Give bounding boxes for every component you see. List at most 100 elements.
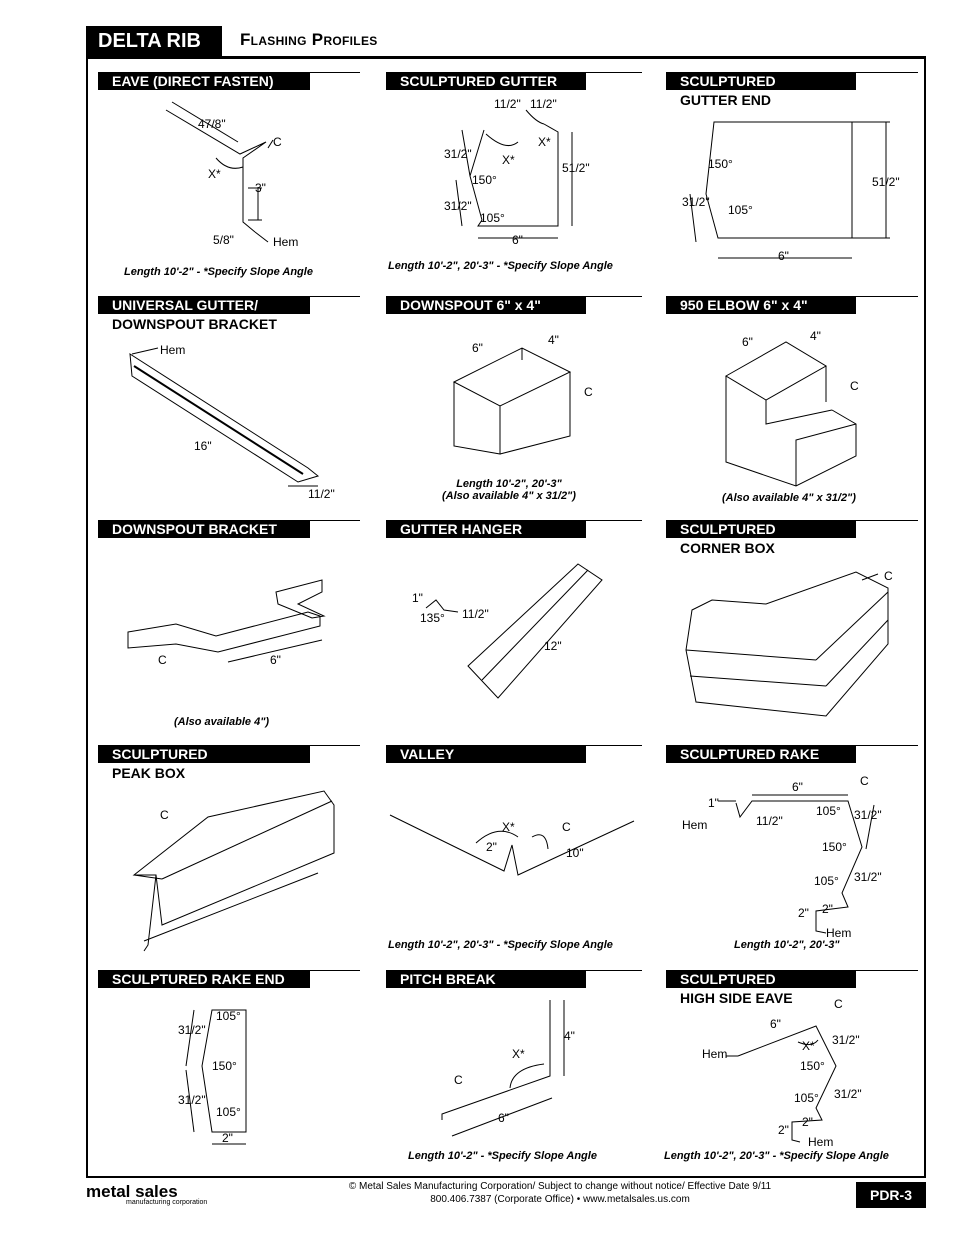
dim-label: 31/2" [832,1033,860,1047]
cell-subtitle: HIGH SIDE EAVE [680,990,793,1006]
dim-label: 6" [770,1017,781,1031]
cell-downspout: DOWNSPOUT 6" x 4" 6" 4" C Length 10'-2",… [386,296,648,516]
dim-label: 150° [472,173,497,187]
dim-label: Hem [682,818,707,832]
dim-label: 12" [544,639,562,653]
dim-label: 2" [822,902,833,916]
dim-label: 4" [548,333,559,347]
dim-label: 31/2" [178,1093,206,1107]
dim-label: X* [538,135,551,149]
high-side-eave-drawing: C 6" Hem X* 31/2" 150° 105° 31/2" 2" 2" … [702,997,862,1149]
dim-label: 105° [728,203,753,217]
cell-gutter-hanger: GUTTER HANGER 1" 135° 11/2" 12" [386,520,648,740]
cell-title: PITCH BREAK [386,970,586,988]
dim-label: 31/2" [854,870,882,884]
cell-title: GUTTER HANGER [386,520,586,538]
rake-profile-drawing: 6" C 1" Hem 11/2" 105° 31/2" 150° 105° 3… [682,774,882,940]
logo-text: metal sales [86,1182,178,1201]
dim-label: 31/2" [834,1087,862,1101]
cell-note: (Also available 4") [174,716,270,728]
corner-box-drawing: C [685,569,893,717]
cell-subtitle: PEAK BOX [112,765,186,781]
cell-subtitle: CORNER BOX [680,540,775,556]
dim-label: 6" [792,780,803,794]
dim-label: 31/2" [444,199,472,213]
cell-downspout-bracket: DOWNSPOUT BRACKET C 6" (Also available 4… [98,520,360,740]
content-frame [86,56,926,1178]
footer-text: © Metal Sales Manufacturing Corporation/… [300,1180,820,1206]
cell-sculptured-gutter: SCULPTURED GUTTER 11/2" 11/2" X* X* 31/2… [386,72,648,292]
dim-label: X* [502,153,515,167]
dim-label: 4" [810,329,821,343]
dim-label: 51/2" [872,175,900,189]
dim-label: C [273,135,282,149]
dim-label: Hem [273,235,298,249]
dim-label: C [850,379,859,393]
dim-label: 105° [216,1105,241,1119]
cell-universal-gutter-bracket: UNIVERSAL GUTTER/ DOWNSPOUT BRACKET Hem … [98,296,360,516]
cell-note: Length 10'-2", 20'-3" - *Specify Slope A… [388,260,613,272]
dim-label: 1" [708,796,719,810]
peak-box-drawing: C [132,790,335,952]
cell-title: SCULPTURED RAKE [666,745,856,763]
dim-label: 150° [800,1059,825,1073]
dim-label: 150° [708,157,733,171]
dim-label: 1" [412,591,423,605]
gutter-hanger-drawing: 1" 135° 11/2" 12" [412,563,603,699]
dim-label: 4" [564,1029,575,1043]
dim-label: C [860,774,869,788]
dim-label: C [160,808,169,822]
dim-label: 31/2" [178,1023,206,1037]
cell-title: SCULPTURED GUTTER [386,72,586,90]
cell-high-side-eave: SCULPTURED HIGH SIDE EAVE C 6" Hem X* 31… [664,970,928,1190]
downspout-bracket-drawing: C 6" [127,579,326,667]
cell-peak-box: SCULPTURED PEAK BOX C [98,745,360,965]
dim-label: Hem [826,926,851,940]
cell-title: SCULPTURED RAKE END [98,970,310,988]
dim-label: 5/8" [213,233,234,247]
dim-label: 105° [814,874,839,888]
dim-label: 3" [255,181,266,195]
dim-label: 31/2" [444,147,472,161]
cell-note: Length 10'-2" - *Specify Slope Angle [124,266,313,278]
downspout-drawing: 6" 4" C [452,333,593,455]
gutter-bracket-drawing: Hem 16" 11/2" [129,343,335,501]
cell-title: SCULPTURED [666,72,856,90]
cell-note: Length 10'-2", 20'-3" (Also available 4"… [442,478,576,502]
cell-note: Length 10'-2" - *Specify Slope Angle [408,1150,597,1162]
cell-elbow: 950 ELBOW 6" x 4" 6" 4" C (Also availabl… [666,296,928,516]
cell-subtitle: GUTTER END [680,92,771,108]
cell-title: 950 ELBOW 6" x 4" [666,296,856,314]
dim-label: 11/2" [308,487,335,501]
logo-subtext: manufacturing corporation [126,1199,208,1206]
dim-label: X* [802,1039,815,1053]
elbow-drawing: 6" 4" C [725,329,859,487]
cell-gutter-end: SCULPTURED GUTTER END 150° 51/2" 31/2" 1… [666,72,928,292]
cell-note: Length 10'-2", 20'-3" - *Specify Slope A… [388,939,613,951]
dim-label: 11/2" [756,814,783,828]
dim-label: 6" [778,249,789,263]
dim-label: 51/2" [562,161,590,175]
dim-label: C [454,1073,463,1087]
dim-label: 31/2" [682,195,710,209]
product-name: DELTA RIB [86,26,222,56]
pitch-break-drawing: 4" X* C 6" [441,1000,575,1137]
dim-label: 6" [512,233,523,247]
dim-label: Hem [160,343,185,357]
dim-label: 150° [822,840,847,854]
dim-label: 16" [194,439,212,453]
dim-label: 6" [498,1111,509,1125]
dim-label: 2" [798,906,809,920]
cell-corner-box: SCULPTURED CORNER BOX C [666,520,928,740]
cell-subtitle: DOWNSPOUT BRACKET [112,316,277,332]
dim-label: 2" [778,1123,789,1137]
cell-rake-end: SCULPTURED RAKE END 31/2" 105° 150° 31/2… [98,970,360,1190]
page-number: PDR-3 [856,1182,926,1208]
contact-line: 800.406.7387 (Corporate Office) • www.me… [430,1194,690,1205]
cell-note: Length 10'-2", 20'-3" [734,939,840,951]
cell-title: VALLEY [386,745,586,763]
cell-title: SCULPTURED [666,970,856,988]
dim-label: 135° [420,611,445,625]
dim-label: X* [502,820,515,834]
dim-label: 105° [794,1091,819,1105]
